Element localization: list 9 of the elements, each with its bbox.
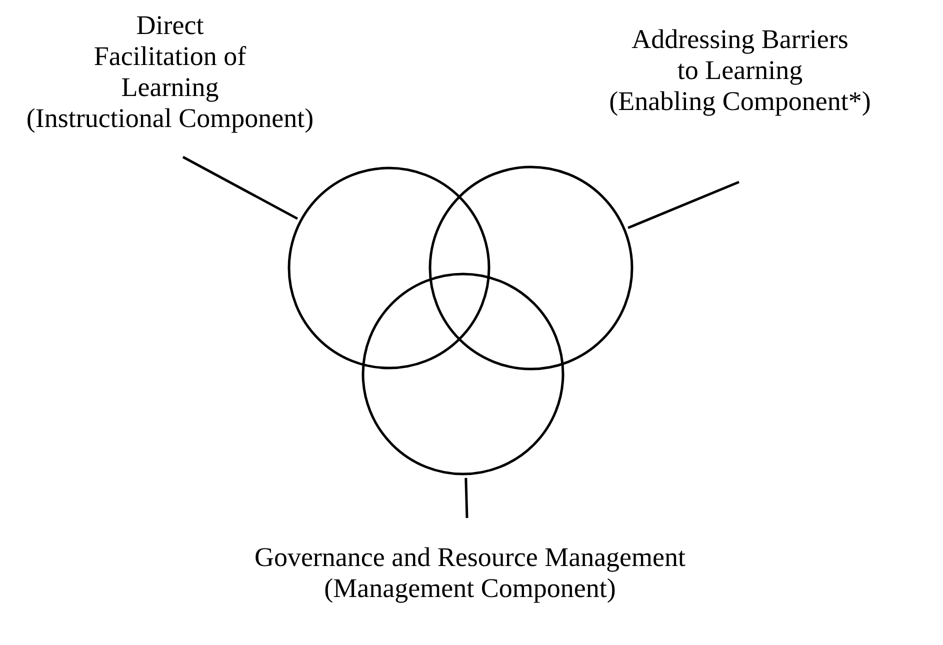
component-label: Addressing Barriers to Learning (Enabling Component*) [590, 24, 890, 117]
component-label: Direct Facilitation of Learning (Instructional Component) [20, 10, 320, 134]
venn-circle [428, 166, 634, 370]
leader-line [628, 180, 740, 230]
leader-line [464, 478, 468, 518]
component-label: Governance and Resource Management (Management Component) [220, 542, 720, 604]
leader-line [182, 156, 298, 220]
venn-circle [288, 166, 490, 370]
venn-circle [362, 272, 564, 476]
